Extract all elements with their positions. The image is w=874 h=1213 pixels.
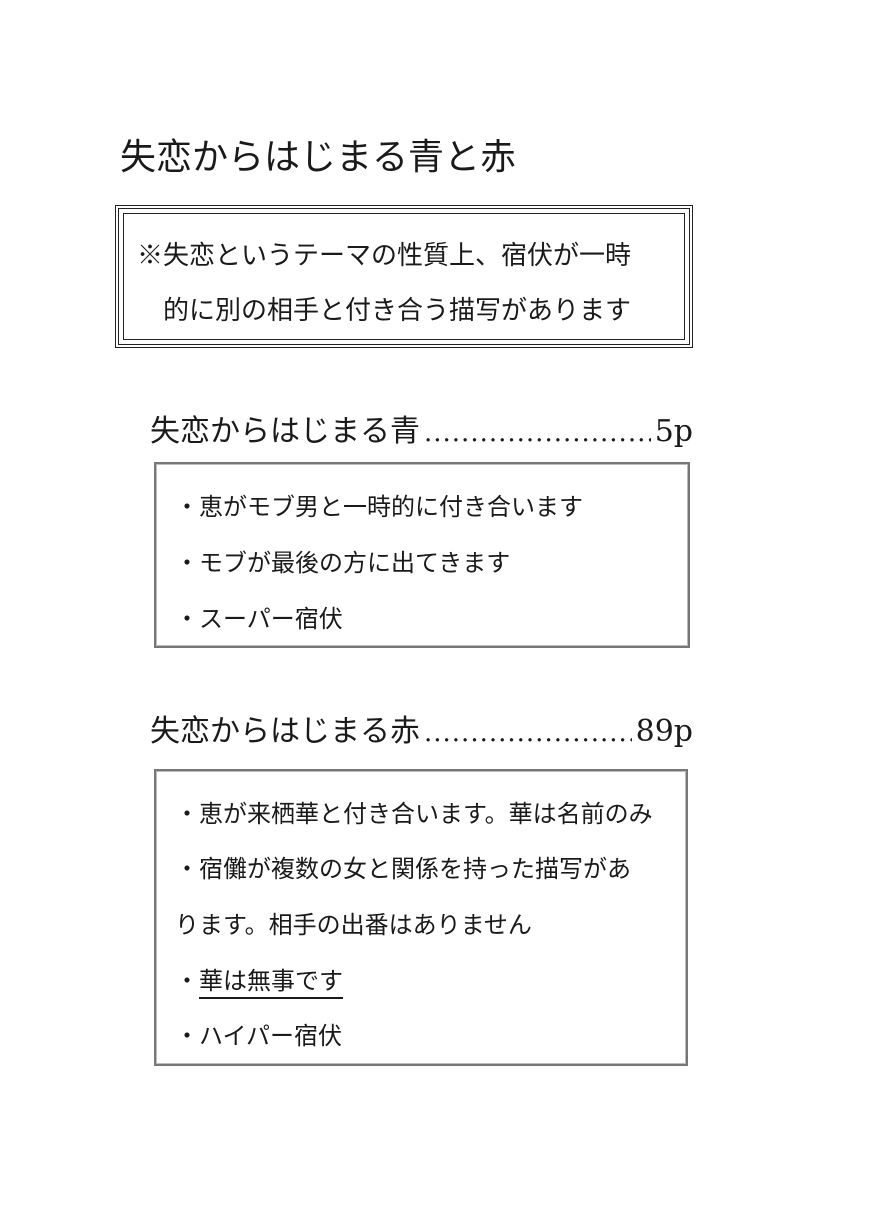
notes-box-blue [154,462,690,648]
page-number: 5p [654,414,693,449]
note-item: ・スーパー宿伏 [175,605,343,633]
underlined-note: 華は無事です [199,967,343,995]
note-item: ・モブが最後の方に出てきます [175,549,511,577]
page-number: 89p [635,714,693,749]
notes-box-red [154,769,688,1066]
note-item: ・恵がモブ男と一時的に付き合います [175,493,583,521]
toc-entry-blue: 失恋からはじまる青 5p [150,412,693,453]
dot-leader [424,713,632,753]
bullet: ・ [175,967,199,995]
note-item: ・ハイパー宿伏 [175,1022,343,1050]
warning-line: ※失恋というテーマの性質上、宿伏が一時 [137,241,632,271]
note-item: ・恵が来栖華と付き合います。華は名前のみ [175,800,653,828]
page-title: 失恋からはじまる青と赤 [120,137,517,178]
section-heading: 失恋からはじまる青 [150,414,420,449]
section-heading: 失恋からはじまる赤 [150,714,420,749]
note-item: ・宿儺が複数の女と関係を持った描写があ [175,855,631,883]
toc-entry-red: 失恋からはじまる赤 89p [150,712,693,753]
note-item: ・華は無事です [175,965,343,997]
warning-box [115,205,693,348]
warning-line: 的に別の相手と付き合う描写があります [163,296,632,326]
dot-leader [424,413,651,453]
note-item-continued: ります。相手の出番はありません [175,911,532,939]
